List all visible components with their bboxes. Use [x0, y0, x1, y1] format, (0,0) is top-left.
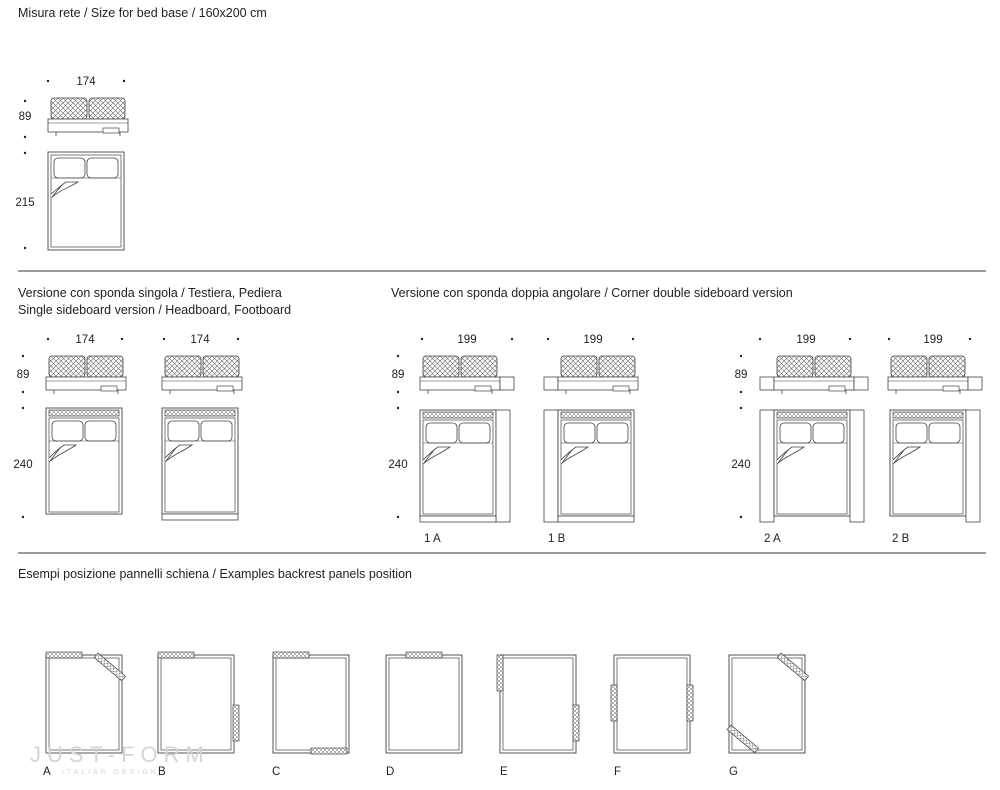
corner-elevation-1b [543, 355, 639, 395]
corner-elevation-1a [419, 355, 515, 395]
corner-elevation-2a [759, 355, 869, 395]
corner-width-2b: 199 [923, 334, 942, 346]
panel-label-a: A [43, 766, 51, 778]
single-plan-b [161, 407, 239, 521]
single-width-a: 174 [75, 334, 95, 346]
corner-width-1b: 199 [583, 334, 602, 346]
bed-base-title: Misura rete / Size for bed base / 160x20… [18, 6, 267, 20]
corner-label-1a: 1 A [424, 533, 441, 545]
single-width-b: 174 [190, 334, 210, 346]
bed-base-height: 89 [19, 111, 32, 123]
single-elevation-a [45, 355, 127, 395]
watermark-logo: JUST-FORM ITALIAN DESIGN [30, 742, 210, 776]
corner-plan-2a [759, 409, 865, 523]
corner-label-2a: 2 A [764, 533, 781, 545]
watermark-text: JUST-FORM [30, 742, 210, 767]
panel-example-e [496, 654, 580, 754]
panel-label-e: E [500, 766, 508, 778]
section-single-sideboard: Versione con sponda singola / Testiera, … [13, 286, 291, 521]
corner-label-2b: 2 B [892, 533, 910, 545]
section-panel-examples: Esempi posizione pannelli schiena / Exam… [18, 567, 809, 778]
single-elevation-b [161, 355, 243, 395]
panels-title: Esempi posizione pannelli schiena / Exam… [18, 567, 412, 581]
corner-width-1a: 199 [457, 334, 476, 346]
panel-label-b: B [158, 766, 166, 778]
bed-base-elevation [47, 97, 129, 137]
corner-elevation-2b [887, 355, 983, 395]
corner-height-1: 89 [392, 369, 405, 381]
panel-example-g [726, 652, 809, 754]
panel-label-d: D [386, 766, 394, 778]
single-length: 240 [13, 459, 32, 471]
panel-example-c [272, 651, 350, 755]
panel-example-f [610, 654, 694, 754]
section-bed-base: Misura rete / Size for bed base / 160x20… [15, 6, 267, 251]
bed-base-width: 174 [76, 76, 96, 88]
watermark-subtext: ITALIAN DESIGN [62, 769, 159, 776]
corner-label-1b: 1 B [548, 533, 566, 545]
corner-plan-2b [889, 409, 981, 523]
single-height: 89 [17, 369, 30, 381]
panel-example-b [157, 651, 240, 754]
panel-example-d [385, 651, 463, 754]
bed-base-plan [47, 151, 125, 251]
corner-height-2: 89 [735, 369, 748, 381]
corner-title: Versione con sponda doppia angolare / Co… [391, 286, 793, 300]
panel-label-f: F [614, 766, 621, 778]
panel-example-a [45, 651, 126, 754]
corner-plan-1a [419, 409, 511, 523]
bed-base-length: 215 [15, 197, 34, 209]
single-title-line1: Versione con sponda singola / Testiera, … [18, 286, 282, 300]
section-corner-sideboard: Versione con sponda doppia angolare / Co… [388, 286, 983, 545]
corner-width-2a: 199 [796, 334, 815, 346]
corner-plan-1b [543, 409, 635, 523]
corner-length-1: 240 [388, 459, 407, 471]
corner-length-2: 240 [731, 459, 750, 471]
panel-label-c: C [272, 766, 280, 778]
panel-label-g: G [729, 766, 738, 778]
single-plan-a [45, 407, 123, 515]
single-title-line2: Single sideboard version / Headboard, Fo… [18, 303, 291, 317]
